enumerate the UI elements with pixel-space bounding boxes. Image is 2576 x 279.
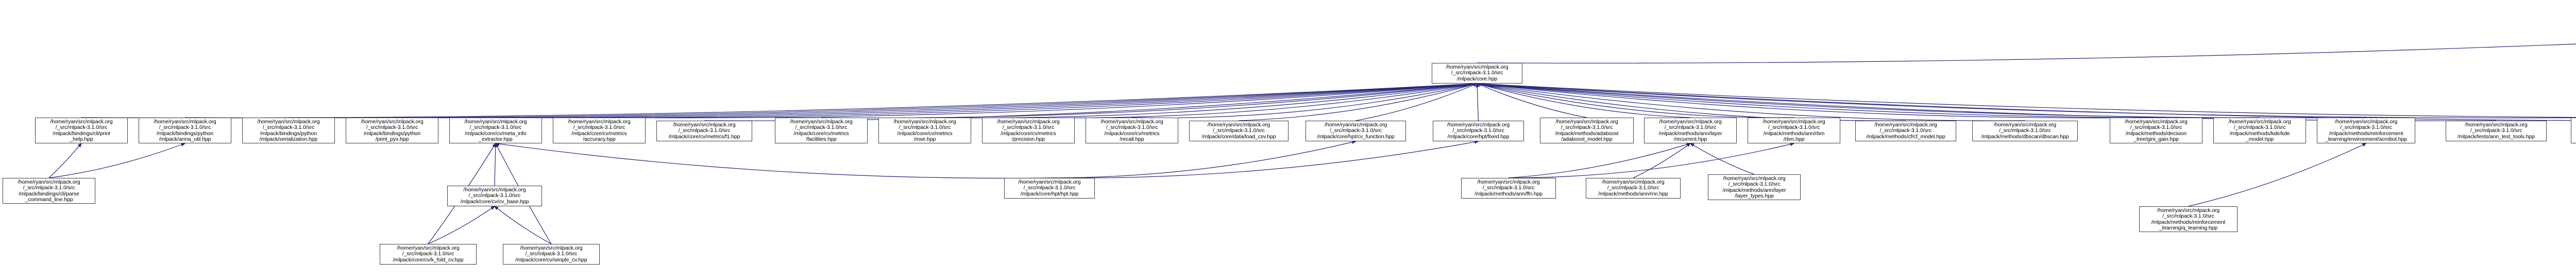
- graph-edge: [428, 206, 495, 244]
- graph-node-cv-meta-info-extractor[interactable]: /home/ryan/src/mlpack.org /_src/mlpack-3…: [449, 118, 542, 143]
- graph-edge: [1131, 83, 1478, 119]
- graph-edge: [495, 81, 1478, 119]
- graph-node-python-arma-util[interactable]: /home/ryan/src/mlpack.org /_src/mlpack-3…: [139, 118, 231, 143]
- graph-node-cv-metrics-accuracy[interactable]: /home/ryan/src/mlpack.org /_src/mlpack-3…: [553, 118, 646, 143]
- graph-edge: [599, 82, 1478, 119]
- graph-edge: [1476, 83, 1587, 118]
- graph-edge: [1239, 83, 1478, 121]
- graph-edge: [288, 81, 1478, 119]
- graph-edge: [1476, 81, 2576, 119]
- graph-edge: [1476, 82, 2366, 119]
- graph-node-hpt-hpt[interactable]: /home/ryan/src/mlpack.org /_src/mlpack-3…: [1004, 178, 1095, 199]
- graph-node-rl-env-acrobot[interactable]: /home/ryan/src/mlpack.org /_src/mlpack-3…: [2317, 118, 2415, 143]
- graph-edge: [1476, 81, 2497, 121]
- graph-edge: [1476, 83, 1691, 118]
- graph-node-data-load-csv[interactable]: /home/ryan/src/mlpack.org /_src/mlpack-3…: [1189, 121, 1289, 141]
- graph-edge: [1476, 83, 1794, 118]
- graph-edge: [48, 143, 186, 178]
- graph-edge: [1476, 81, 2576, 121]
- graph-node-tests-ann-test-tools[interactable]: /home/ryan/src/mlpack.org /_src/mlpack-3…: [2446, 121, 2547, 141]
- graph-node-python-print-pyx[interactable]: /home/ryan/src/mlpack.org /_src/mlpack-3…: [346, 118, 438, 143]
- graph-edge: [1689, 143, 1755, 175]
- graph-edge: [1508, 142, 1795, 178]
- graph-node-hpt-fixed[interactable]: /home/ryan/src/mlpack.org /_src/mlpack-3…: [1433, 121, 1524, 141]
- graph-node-cli-print-help[interactable]: /home/ryan/src/mlpack.org /_src/mlpack-3…: [35, 118, 128, 143]
- graph-edge: [494, 142, 498, 186]
- graph-edge: [184, 81, 1478, 119]
- graph-node-cv-metrics-recall[interactable]: /home/ryan/src/mlpack.org /_src/mlpack-3…: [1086, 118, 1178, 143]
- graph-node-ann-layer-layer-types[interactable]: /home/ryan/src/mlpack.org /_src/mlpack-3…: [1708, 174, 1801, 200]
- graph-node-cv-metrics-f1[interactable]: /home/ryan/src/mlpack.org /_src/mlpack-3…: [656, 121, 752, 141]
- graph-node-rl-q-learning[interactable]: /home/ryan/src/mlpack.org /_src/mlpack-3…: [2139, 206, 2238, 232]
- graph-edge: [704, 82, 1478, 121]
- graph-edge: [924, 82, 1478, 119]
- graph-edge: [495, 142, 1050, 179]
- graph-node-ann-layer-recurrent[interactable]: /home/ryan/src/mlpack.org /_src/mlpack-3…: [1644, 118, 1737, 143]
- graph-edge: [1476, 81, 2576, 118]
- graph-edge: [48, 143, 82, 178]
- graph-edge: [1476, 82, 2260, 119]
- graph-edge: [81, 81, 1478, 119]
- graph-node-cf-model[interactable]: /home/ryan/src/mlpack.org /_src/mlpack-3…: [1855, 121, 1956, 141]
- graph-node-cv-k-fold-cv[interactable]: /home/ryan/src/mlpack.org /_src/mlpack-3…: [380, 244, 477, 265]
- graph-node-dbscan[interactable]: /home/ryan/src/mlpack.org /_src/mlpack-3…: [1972, 121, 2078, 141]
- graph-edge: [1508, 142, 1691, 178]
- graph-node-kde-model[interactable]: /home/ryan/src/mlpack.org /_src/mlpack-3…: [2213, 118, 2306, 143]
- graph-node-hpt-cv-function[interactable]: /home/ryan/src/mlpack.org /_src/mlpack-3…: [1306, 121, 1406, 141]
- graph-node-cv-simple-cv[interactable]: /home/ryan/src/mlpack.org /_src/mlpack-3…: [503, 244, 600, 265]
- graph-edge: [1475, 83, 1479, 121]
- graph-node-ann-rnn[interactable]: /home/ryan/src/mlpack.org /_src/mlpack-3…: [1586, 178, 1681, 199]
- graph-edge: [2188, 143, 2367, 207]
- graph-node-cv-cv-base[interactable]: /home/ryan/src/mlpack.org /_src/mlpack-3…: [447, 186, 542, 206]
- graph-edge: [494, 206, 552, 244]
- graph-edge: [1355, 83, 1478, 121]
- graph-edge: [1477, 43, 2576, 64]
- graph-node-ann-ffn[interactable]: /home/ryan/src/mlpack.org /_src/mlpack-3…: [1461, 178, 1556, 199]
- graph-node-cv-metrics-facilities[interactable]: /home/ryan/src/mlpack.org /_src/mlpack-3…: [775, 118, 868, 143]
- graph-edge: [1049, 140, 1357, 178]
- graph-node-python-serialization[interactable]: /home/ryan/src/mlpack.org /_src/mlpack-3…: [242, 118, 335, 143]
- graph-edge: [821, 82, 1478, 119]
- graph-node-cv-metrics-mse[interactable]: /home/ryan/src/mlpack.org /_src/mlpack-3…: [878, 118, 971, 143]
- graph-node-cli-parse-command-line[interactable]: /home/ryan/src/mlpack.org /_src/mlpack-3…: [3, 178, 95, 204]
- graph-edge: [1633, 143, 1691, 178]
- graph-node-cv-metrics-precision[interactable]: /home/ryan/src/mlpack.org /_src/mlpack-3…: [982, 118, 1075, 143]
- graph-edge: [1476, 82, 2157, 119]
- graph-node-core-hpp[interactable]: /home/ryan/src/mlpack.org /_src/mlpack-3…: [1432, 63, 1522, 84]
- graph-edge: [1476, 82, 1906, 121]
- graph-node-decision-tree-gini-gain[interactable]: /home/ryan/src/mlpack.org /_src/mlpack-3…: [2110, 118, 2202, 143]
- graph-edge: [392, 81, 1478, 119]
- graph-edge: [1049, 140, 1479, 178]
- graph-node-tests-range-search-utils[interactable]: /home/ryan/src/mlpack.org /_src/mlpack-3…: [2571, 118, 2576, 143]
- graph-node-adaboost-model[interactable]: /home/ryan/src/mlpack.org /_src/mlpack-3…: [1540, 118, 1634, 143]
- graph-edge: [1476, 82, 2025, 121]
- graph-node-ann-rbm[interactable]: /home/ryan/src/mlpack.org /_src/mlpack-3…: [1748, 118, 1840, 143]
- graph-edge: [1028, 82, 1478, 119]
